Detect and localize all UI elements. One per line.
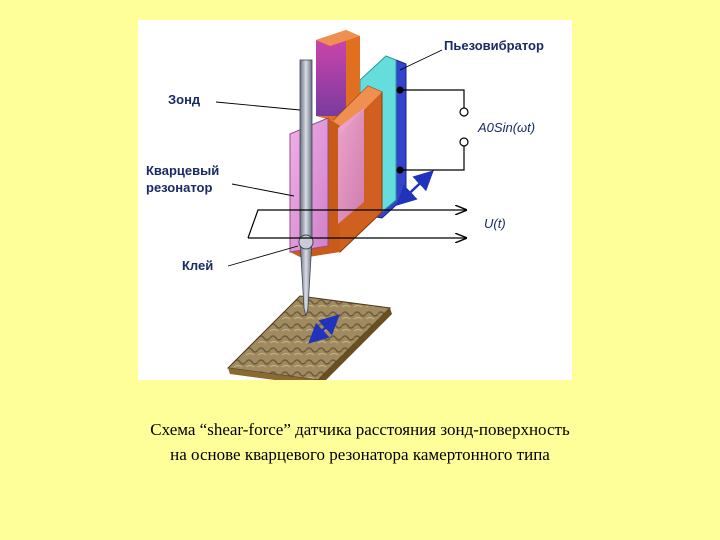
- sample-surface: [226, 295, 392, 380]
- shear-force-sensor-diagram: Пьезовибратор Зонд Кварцевый резонатор К…: [146, 30, 544, 380]
- resonator-oscillation-arrow: [396, 170, 434, 206]
- diagram-figure: Пьезовибратор Зонд Кварцевый резонатор К…: [138, 20, 572, 380]
- drive-signal-label: A0Sin(ωt): [477, 120, 535, 135]
- terminal-bottom-icon: [459, 137, 469, 147]
- output-circuit-wires: [247, 210, 466, 238]
- quartz-label-line1: Кварцевый: [146, 163, 219, 178]
- terminal-top-icon: [459, 107, 469, 117]
- piezovibrator-label: Пьезовибратор: [444, 38, 544, 53]
- drive-circuit-wires: [396, 86, 469, 174]
- glue-label: Клей: [182, 258, 213, 273]
- piezovibrator-block: [316, 30, 360, 124]
- probe-label: Зонд: [168, 92, 201, 107]
- caption-line-2: на основе кварцевого резонатора камертон…: [170, 445, 550, 464]
- quartz-label-line2: резонатор: [146, 180, 212, 195]
- output-signal-label: U(t): [484, 216, 506, 231]
- caption-line-1: Схема “shear-force” датчика расстояния з…: [150, 420, 570, 439]
- glue-dot: [298, 234, 314, 250]
- probe-tip: [298, 59, 314, 317]
- label-leaders: [215, 49, 443, 267]
- surface-oscillation-arrow: [308, 314, 340, 344]
